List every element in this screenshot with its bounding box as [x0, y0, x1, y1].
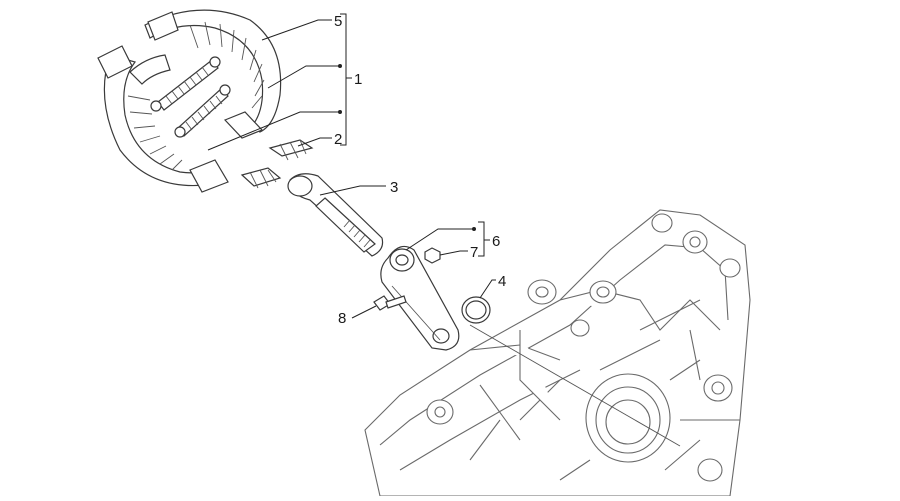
callout-7: 7: [470, 244, 478, 261]
retaining-clip-upper: [268, 139, 314, 161]
callout-8: 8: [338, 310, 346, 327]
brake-shoe-assembly: [97, 9, 282, 193]
callout-4: 4: [498, 273, 506, 290]
engine-crankcase: [364, 209, 751, 497]
return-spring-upper: [150, 56, 221, 112]
brake-lever: [380, 245, 460, 351]
return-spring-lower: [174, 84, 231, 138]
callout-1: 1: [354, 71, 362, 88]
callout-5: 5: [334, 13, 342, 30]
callout-3: 3: [390, 179, 398, 196]
callout-6: 6: [492, 233, 500, 250]
brake-cam-shaft: [287, 173, 384, 257]
nut: [424, 247, 441, 264]
screw: [373, 295, 407, 311]
leader-lines: [207, 13, 496, 319]
callout-2: 2: [334, 131, 342, 148]
o-ring: [461, 296, 491, 324]
retaining-clip-lower: [240, 167, 282, 189]
